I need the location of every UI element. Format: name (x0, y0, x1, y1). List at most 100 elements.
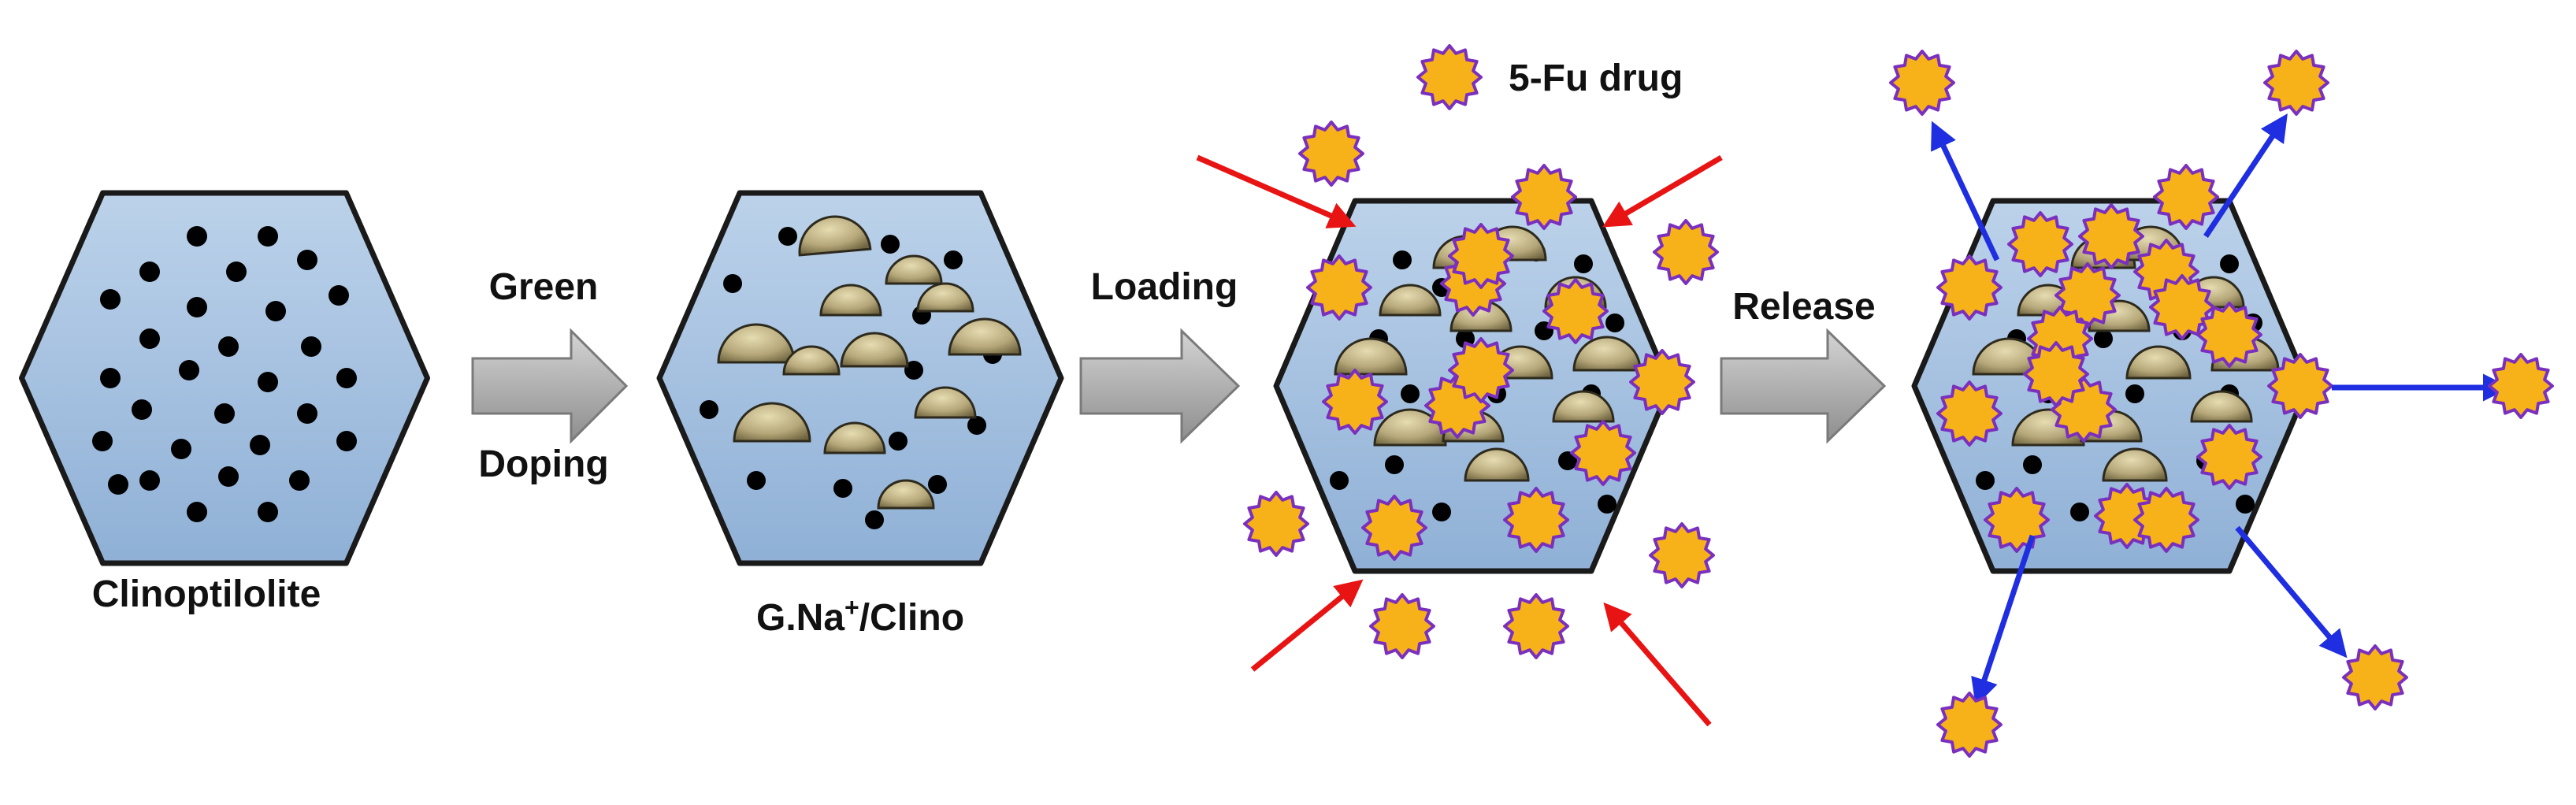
release-direction-arrows (1931, 113, 2511, 707)
drug-molecule (1936, 254, 2003, 321)
pore (700, 400, 718, 419)
pore (904, 361, 923, 380)
drug-molecule (1649, 522, 1715, 588)
pore (928, 475, 947, 494)
stage-label-clinoptilolite: Clinoptilolite (92, 573, 321, 615)
drug-molecule (1361, 495, 1427, 561)
pore (1393, 250, 1412, 269)
dopant-particle (1334, 337, 1408, 376)
legend-label: 5-Fu drug (1509, 58, 1683, 99)
pore (336, 431, 357, 451)
drug-molecule (2263, 50, 2329, 116)
pore (187, 502, 207, 522)
drug-molecule (1306, 254, 1372, 321)
legend: 5-Fu drug (1416, 44, 1683, 110)
pore (2023, 455, 2042, 474)
pore (100, 368, 121, 388)
drug-molecule (1416, 44, 1483, 110)
dopant-particle (1572, 336, 1642, 372)
drug-molecule (1542, 278, 1609, 344)
drug-molecule (2342, 644, 2408, 710)
pore (2220, 254, 2239, 273)
drug-molecule (1448, 337, 1514, 403)
pore (967, 416, 986, 435)
pore (833, 479, 852, 498)
pore (139, 328, 160, 349)
pore (328, 285, 349, 306)
dopant-particle (885, 254, 943, 285)
pore (1605, 313, 1624, 332)
hexagon-frame (19, 190, 430, 566)
pore (944, 250, 963, 269)
pore (218, 336, 239, 357)
pore (265, 301, 286, 321)
release-hexagon (1911, 164, 2333, 574)
dopant-particle (717, 323, 796, 364)
pore (297, 250, 317, 270)
pore (100, 289, 121, 310)
pore (289, 470, 310, 491)
drug-molecule (1936, 692, 2003, 758)
pore (865, 510, 884, 529)
dopant-particle (916, 282, 974, 313)
pore (2236, 495, 2255, 514)
pore (1976, 471, 1995, 490)
pore (889, 432, 908, 451)
dopant-particle (914, 386, 977, 419)
step-label-doping: Doping (478, 443, 608, 485)
pore (258, 372, 278, 392)
dopant-particle (840, 332, 909, 368)
drug-molecule (1503, 487, 1569, 553)
dopant-particle (1552, 390, 1615, 423)
pore (1598, 495, 1616, 514)
drug-molecule (1503, 593, 1569, 659)
stage-label-doped-clino: G.Na+/Clino (756, 593, 964, 639)
dopant-particle (823, 421, 886, 454)
pore (132, 399, 152, 420)
drug-molecule (1936, 380, 2003, 447)
pore (179, 360, 199, 380)
drug-molecule-icon (1416, 44, 1483, 110)
dopant-particle (733, 402, 811, 443)
pore (250, 435, 270, 455)
pore (258, 502, 278, 522)
pore (226, 262, 247, 282)
hexagon-frame (656, 190, 1064, 566)
pore (139, 262, 160, 282)
pore (2125, 384, 2144, 403)
pore (2070, 503, 2089, 521)
drug-molecule (1448, 223, 1514, 289)
release-arrow (1720, 328, 1887, 444)
drug-molecule (2267, 353, 2333, 419)
drug-molecule (1889, 50, 1955, 116)
pore (218, 466, 239, 487)
pore (1558, 451, 1577, 470)
drug-molecule (2054, 262, 2121, 328)
pore (1401, 384, 1420, 403)
dopant-particle (2125, 345, 2192, 380)
drug-molecule (2078, 203, 2144, 269)
pore (187, 297, 207, 317)
drug-molecule (1653, 219, 1719, 285)
pore (881, 235, 900, 254)
drug-molecule (2133, 487, 2199, 553)
drug-molecule (2149, 274, 2215, 340)
dopant-particle (798, 215, 872, 257)
drug-molecule (1369, 593, 1435, 659)
drug-molecule (1511, 164, 1577, 230)
pore (301, 336, 321, 357)
pore (747, 471, 766, 490)
dopant-particle (2102, 447, 2168, 482)
pore (92, 431, 113, 451)
doped-clino-hexagon (656, 190, 1064, 566)
loading-direction-arrows (1196, 154, 1723, 727)
dopant-particle (1464, 447, 1530, 482)
green-doping-arrow (471, 328, 629, 444)
dopant-particle (819, 284, 882, 317)
pore (1385, 455, 1404, 474)
step-label-loading: Loading (1091, 266, 1238, 308)
pore (297, 403, 317, 424)
drug-molecule (1298, 121, 1364, 187)
pore (214, 403, 235, 424)
